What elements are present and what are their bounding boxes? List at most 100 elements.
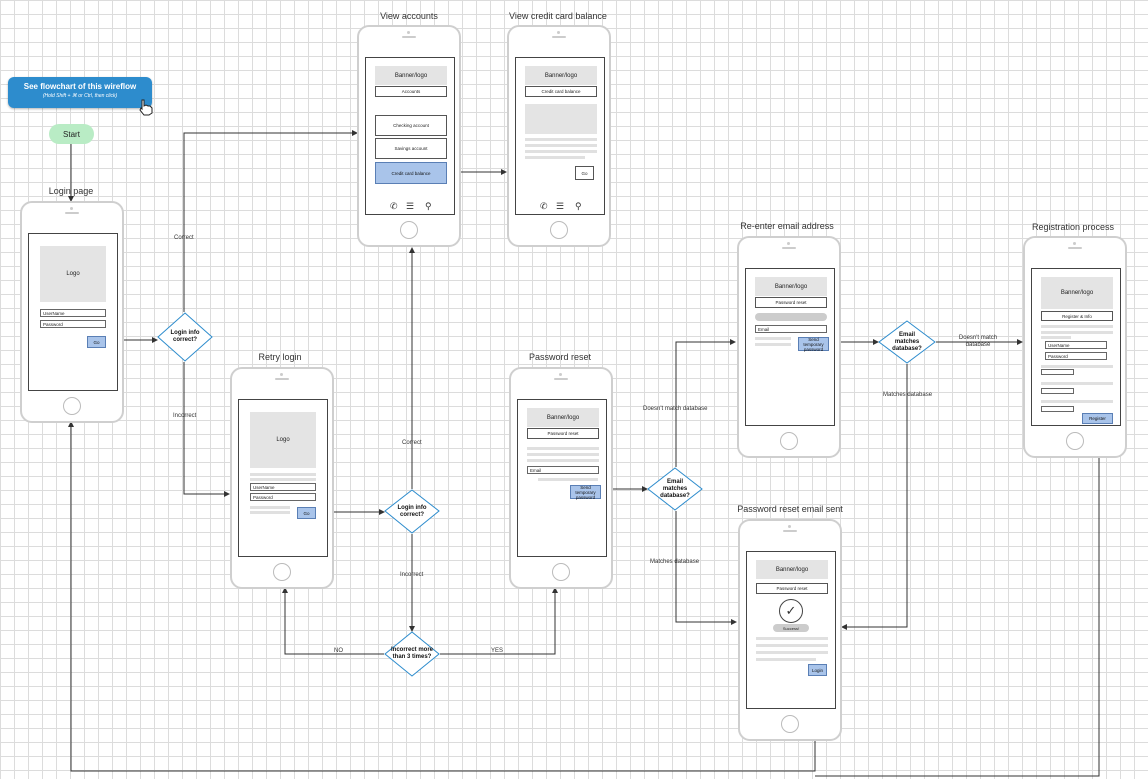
register-button[interactable]: Register	[1082, 413, 1113, 424]
text-line	[538, 478, 598, 481]
retry-correct-decision: Login info correct?	[384, 489, 440, 534]
login-correct-decision: Login info correct?	[157, 312, 213, 362]
text-line	[756, 658, 816, 661]
edge-label-incorrect: Incorrect	[173, 413, 197, 419]
text-line	[1041, 336, 1071, 339]
registration-title: Registration process	[1031, 222, 1115, 232]
speaker	[782, 247, 796, 249]
checking-account-button[interactable]: Checking account	[375, 115, 447, 136]
reenter-phone: Banner/logo Password reset Email Send te…	[737, 236, 841, 458]
text-line	[756, 644, 828, 647]
text-line	[525, 144, 597, 147]
text-line	[755, 337, 791, 340]
email-match-decision-1: Email matches database?	[647, 467, 703, 511]
logo-placeholder: Logo	[40, 246, 106, 302]
camera	[559, 373, 562, 376]
sent-phone: Banner/logo Password reset ✓ Success! Lo…	[738, 519, 842, 741]
speaker	[554, 378, 568, 380]
success-badge: Success!	[773, 624, 809, 632]
home-button	[781, 715, 799, 733]
home-button	[552, 563, 570, 581]
send-temporary-password-button[interactable]: Send temporary password	[570, 485, 601, 500]
menu-icon[interactable]: ☰	[556, 201, 565, 211]
speaker	[402, 36, 416, 38]
reset-header: Password reset	[755, 297, 827, 308]
edge-label-correct: Correct	[174, 235, 194, 241]
home-button	[63, 397, 81, 415]
register-header: Register & Info	[1041, 311, 1113, 321]
reset-header: Password reset	[527, 428, 599, 439]
edge-label-doesnt-match: Doesn't match database	[643, 406, 708, 412]
speaker	[1068, 247, 1082, 249]
text-line	[527, 447, 599, 450]
decision-label: Email matches database?	[892, 331, 922, 352]
phone-icon[interactable]: ✆	[540, 201, 548, 211]
info-field[interactable]	[1041, 369, 1074, 375]
banner-logo: Banner/logo	[375, 66, 447, 85]
camera	[280, 373, 283, 376]
registration-phone: Banner/logo Register & Info UserName Pas…	[1023, 236, 1127, 458]
username-field[interactable]: UserName	[1045, 341, 1107, 349]
text-line	[1041, 325, 1113, 328]
location-pin-icon[interactable]: ⚲	[425, 201, 432, 211]
speaker	[552, 36, 566, 38]
location-pin-icon[interactable]: ⚲	[575, 201, 582, 211]
retry-screen: Logo UserName Password Go	[238, 399, 328, 557]
edge-label-matches: Matches database	[650, 559, 700, 565]
text-line	[250, 506, 290, 509]
speaker	[275, 378, 289, 380]
camera	[70, 207, 73, 210]
email-field[interactable]: Email	[527, 466, 599, 474]
attempts-decision: Incorrect more than 3 times?	[384, 631, 440, 677]
login-button[interactable]: Login	[808, 664, 827, 676]
speaker	[65, 212, 79, 214]
go-button[interactable]: Go	[87, 336, 106, 348]
password-field[interactable]: Password	[250, 493, 316, 501]
username-field[interactable]: UserName	[40, 309, 106, 317]
menu-icon[interactable]: ☰	[406, 201, 415, 211]
logo-placeholder: Logo	[250, 412, 316, 468]
flowchart-link-button[interactable]: See flowchart of this wireflow (Hold Shi…	[8, 77, 152, 108]
go-button[interactable]: Go	[575, 166, 594, 180]
registration-screen: Banner/logo Register & Info UserName Pas…	[1031, 268, 1121, 426]
password-field[interactable]: Password	[1045, 352, 1107, 360]
banner-logo: Banner/logo	[755, 277, 827, 296]
info-field[interactable]	[1041, 406, 1074, 412]
start-node: Start	[49, 124, 94, 144]
text-line	[756, 637, 828, 640]
home-button	[273, 563, 291, 581]
home-button	[1066, 432, 1084, 450]
text-line	[527, 459, 599, 462]
login-page-title: Login page	[48, 186, 94, 196]
camera	[788, 525, 791, 528]
home-button	[400, 221, 418, 239]
banner-logo: Banner/logo	[527, 408, 599, 427]
banner-logo: Banner/logo	[1041, 277, 1113, 309]
text-line	[756, 651, 828, 654]
go-button[interactable]: Go	[297, 507, 316, 519]
reenter-screen: Banner/logo Password reset Email Send te…	[745, 268, 835, 426]
sent-screen: Banner/logo Password reset ✓ Success! Lo…	[746, 551, 836, 709]
phone-icon[interactable]: ✆	[390, 201, 398, 211]
reset-phone: Banner/logo Password reset Email Send te…	[509, 367, 613, 589]
flowchart-button-hint: (Hold Shift + ⌘ or Ctrl, then click)	[42, 93, 118, 99]
text-line	[527, 453, 599, 456]
email-field[interactable]: Email	[755, 325, 827, 333]
login-screen: Logo UserName Password Go	[28, 233, 118, 391]
error-line	[250, 473, 316, 476]
reset-header: Password reset	[756, 583, 828, 594]
reenter-email-title: Re-enter email address	[740, 221, 834, 231]
credit-card-balance-button[interactable]: Credit card balance	[375, 162, 447, 184]
savings-account-button[interactable]: Savings account	[375, 138, 447, 159]
error-line	[250, 478, 316, 481]
send-temporary-password-button[interactable]: Send temporary password	[798, 337, 829, 352]
username-field[interactable]: UserName	[250, 483, 316, 491]
edge-label-no: NO	[334, 648, 343, 654]
info-field[interactable]	[1041, 388, 1074, 394]
login-phone: Logo UserName Password Go	[20, 201, 124, 423]
password-field[interactable]: Password	[40, 320, 106, 328]
text-line	[755, 343, 791, 346]
banner-logo: Banner/logo	[756, 560, 828, 579]
accounts-screen: Banner/logo Accounts Checking account Sa…	[365, 57, 455, 215]
reset-email-sent-title: Password reset email sent	[737, 504, 843, 514]
